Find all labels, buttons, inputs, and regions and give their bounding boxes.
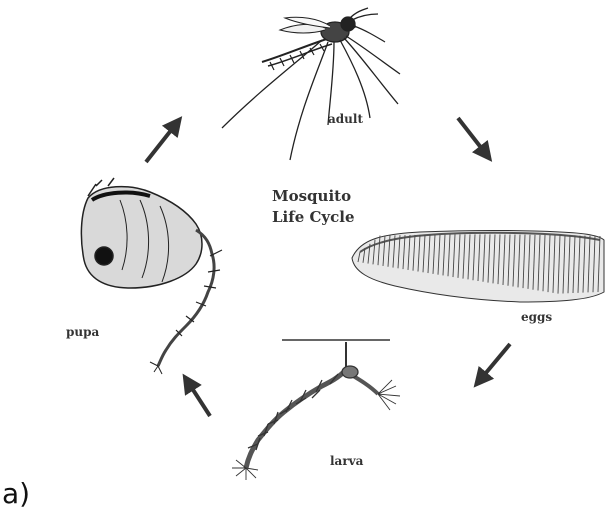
larva-illustration (232, 340, 400, 480)
stage-label-eggs: eggs (521, 310, 552, 324)
arrow-adult-to-eggs (458, 118, 486, 154)
arrow-pupa-to-adult (146, 124, 176, 162)
egg-raft-illustration (352, 231, 604, 303)
adult-mosquito-illustration (222, 8, 400, 160)
stage-label-pupa: pupa (66, 325, 99, 339)
diagram-title-line2: Life Cycle (272, 208, 355, 226)
panel-label: a) (2, 477, 30, 510)
arrow-eggs-to-larva (480, 344, 510, 380)
arrow-larva-to-pupa (188, 382, 210, 416)
pupa-illustration (81, 178, 222, 374)
stage-label-adult: adult (328, 112, 363, 126)
diagram-title-line1: Mosquito (272, 187, 351, 205)
stage-label-larva: larva (330, 454, 363, 468)
